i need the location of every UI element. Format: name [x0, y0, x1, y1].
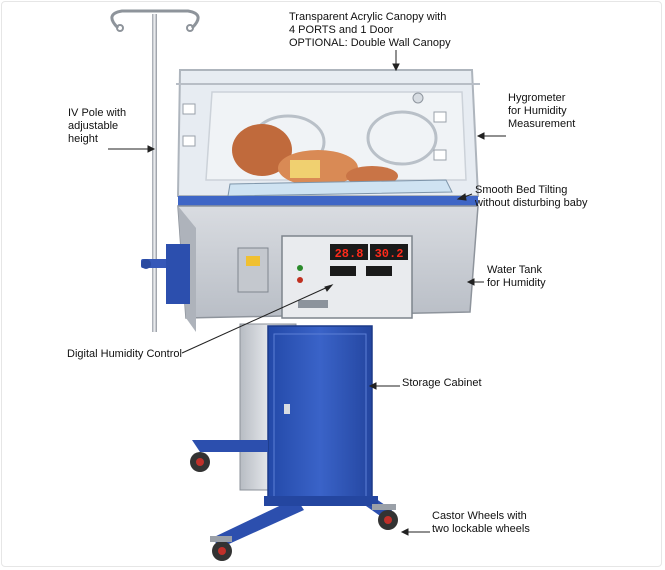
label-water-tank: Water Tank for Humidity [487, 264, 546, 290]
infant-mannequin [232, 124, 398, 186]
label-water-tank-line1: Water Tank [487, 264, 543, 276]
label-humidity-control: Digital Humidity Control [67, 348, 182, 361]
label-castor-wheels: Castor Wheels with two lockable wheels [432, 510, 530, 536]
label-water-tank-line2: for Humidity [487, 277, 546, 289]
label-iv-pole-line1: IV Pole with [68, 107, 127, 119]
left-led-readout: 28.8 [335, 247, 364, 261]
label-bed-tilting-line2: without disturbing baby [475, 197, 588, 209]
label-canopy-line2: 4 PORTS and 1 Door [289, 24, 394, 36]
iv-pole [110, 9, 200, 332]
label-humidity-control-line1: Digital Humidity Control [67, 348, 182, 360]
castor-wheels [190, 452, 398, 561]
label-iv-pole-line3: height [68, 133, 98, 145]
storage-cabinet [267, 325, 373, 505]
label-iv-pole-line2: adjustable [68, 120, 119, 132]
label-hygrometer-line3: Measurement [508, 118, 576, 130]
label-bed-tilting-line1: Smooth Bed Tilting [475, 184, 568, 196]
label-storage-cabinet-line1: Storage Cabinet [402, 377, 482, 389]
label-castor-wheels-line1: Castor Wheels with [432, 510, 527, 522]
label-canopy-line1: Transparent Acrylic Canopy with [289, 11, 447, 23]
control-panel [281, 235, 413, 319]
label-iv-pole: IV Pole with adjustable height [68, 107, 126, 146]
label-canopy-line3: OPTIONAL: Double Wall Canopy [289, 37, 451, 49]
label-hygrometer: Hygrometer for Humidity Measurement [508, 92, 575, 131]
label-canopy: Transparent Acrylic Canopy with 4 PORTS … [289, 11, 451, 50]
label-hygrometer-line2: for Humidity [508, 105, 567, 117]
label-storage-cabinet: Storage Cabinet [402, 377, 482, 390]
bed-tray [178, 179, 478, 206]
leader-lines [108, 50, 506, 536]
label-castor-wheels-line2: two lockable wheels [432, 523, 530, 535]
label-hygrometer-line1: Hygrometer [508, 92, 566, 104]
right-led-readout: 30.2 [375, 247, 404, 261]
label-bed-tilting: Smooth Bed Tilting without disturbing ba… [475, 184, 588, 210]
